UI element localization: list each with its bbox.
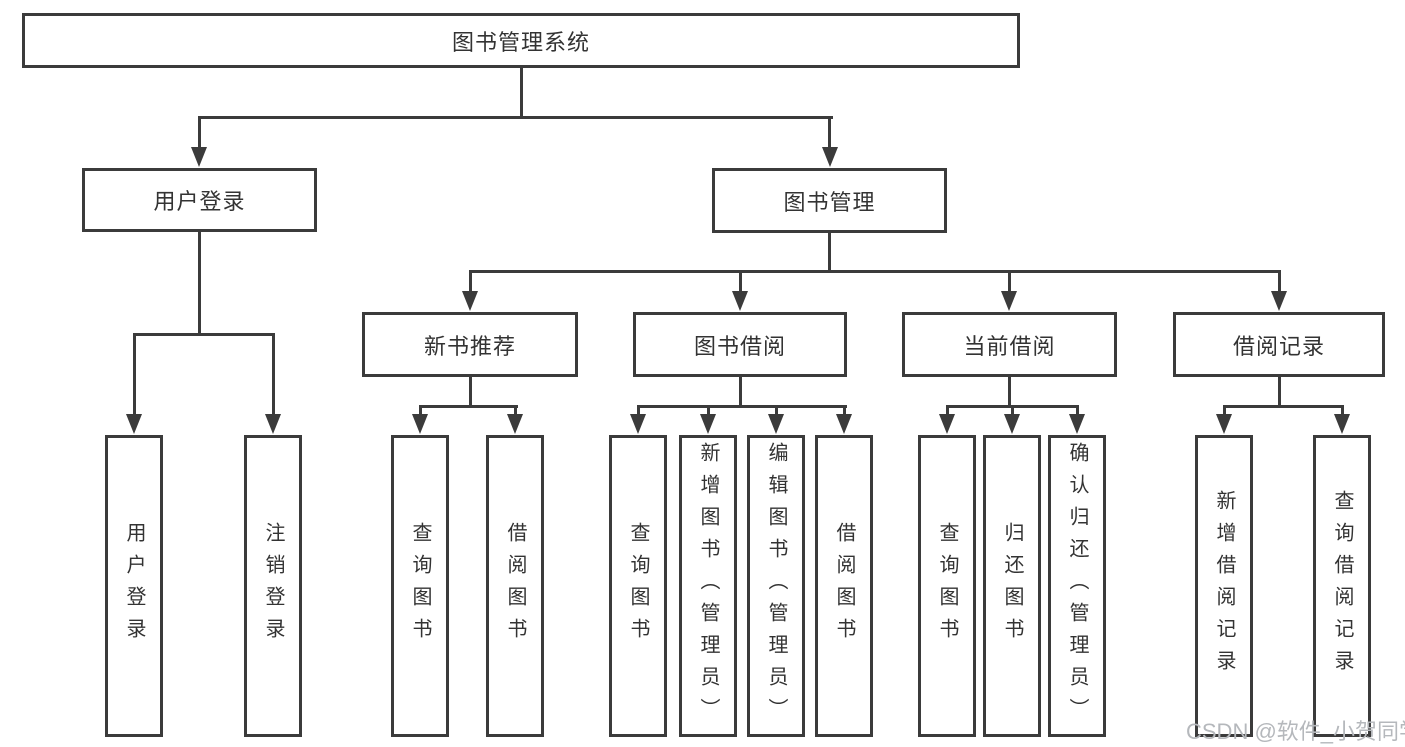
connector-line-horizontal [1223,405,1344,408]
node-user-login: 用户登录 [82,168,317,232]
arrowhead-down-icon [1004,414,1020,434]
connector-line-vertical [739,375,742,407]
leaf-borrowing-query-books-label: 查询图书 [627,522,649,650]
arrowhead-down-icon [822,147,838,167]
connector-line-vertical [1076,405,1079,415]
node-root-label: 图书管理系统 [451,29,590,55]
arrowhead-down-icon [412,414,428,434]
leaf-current-confirm-return-admin: 确认归还（管理员） [1048,435,1106,737]
leaf-borrowing-edit-books-admin-label: 编辑图书（管理员） [765,442,787,730]
connector-line-vertical [1008,375,1011,407]
node-borrow-records-label: 借阅记录 [1232,333,1325,359]
leaf-records-query-record-label: 查询借阅记录 [1331,490,1353,682]
arrowhead-down-icon [630,414,646,434]
leaf-borrowing-query-books: 查询图书 [609,435,667,737]
connector-line-horizontal [419,405,518,408]
connector-line-vertical [469,270,472,291]
connector-line-vertical [1341,405,1344,415]
node-current-borrowing: 当前借阅 [902,312,1117,377]
leaf-current-confirm-return-admin-label: 确认归还（管理员） [1066,442,1088,730]
node-current-borrowing-label: 当前借阅 [963,333,1056,359]
connector-line-vertical [739,270,742,291]
connector-line-vertical [828,116,831,150]
leaf-borrowing-borrow-books-label: 借阅图书 [833,522,855,650]
leaf-borrowing-add-books-admin: 新增图书（管理员） [679,435,737,737]
leaf-borrowing-edit-books-admin: 编辑图书（管理员） [747,435,805,737]
leaf-current-return-books-label: 归还图书 [1001,522,1023,650]
leaf-user-login: 用户登录 [105,435,163,737]
node-book-borrowing-label: 图书借阅 [693,333,786,359]
connector-line-vertical [1278,375,1281,407]
connector-line-horizontal [133,333,275,336]
leaf-user-login-label: 用户登录 [123,522,145,650]
leaf-newbook-borrow-books: 借阅图书 [486,435,544,737]
node-root: 图书管理系统 [22,13,1020,68]
leaf-newbook-query-books-label: 查询图书 [409,522,431,650]
connector-line-horizontal [637,405,847,408]
connector-line-vertical [469,375,472,407]
connector-line-vertical [198,230,201,335]
connector-line-vertical [946,405,949,415]
connector-line-vertical [1278,270,1281,291]
leaf-borrowing-add-books-admin-label: 新增图书（管理员） [697,442,719,730]
connector-line-horizontal [469,270,1281,273]
connector-line-vertical [1008,270,1011,291]
arrowhead-down-icon [265,414,281,434]
arrowhead-down-icon [768,414,784,434]
connector-line-vertical [1011,405,1014,415]
arrowhead-down-icon [1001,291,1017,311]
arrowhead-down-icon [939,414,955,434]
connector-line-vertical [272,333,275,415]
leaf-newbook-query-books: 查询图书 [391,435,449,737]
connector-line-vertical [198,116,201,150]
connector-line-vertical [1223,405,1226,415]
arrowhead-down-icon [836,414,852,434]
arrowhead-down-icon [732,291,748,311]
arrowhead-down-icon [1069,414,1085,434]
connector-line-vertical [520,66,523,118]
connector-line-vertical [637,405,640,415]
node-new-book-recommend-label: 新书推荐 [423,333,516,359]
connector-line-vertical [843,405,846,415]
connector-line-vertical [828,231,831,272]
node-borrow-records: 借阅记录 [1173,312,1385,377]
arrowhead-down-icon [191,147,207,167]
leaf-records-add-record: 新增借阅记录 [1195,435,1253,737]
arrowhead-down-icon [1216,414,1232,434]
leaf-current-return-books: 归还图书 [983,435,1041,737]
connector-line-vertical [419,405,422,415]
leaf-logout-label: 注销登录 [262,522,284,650]
leaf-logout: 注销登录 [244,435,302,737]
connector-line-vertical [707,405,710,415]
arrowhead-down-icon [700,414,716,434]
arrowhead-down-icon [462,291,478,311]
node-new-book-recommend: 新书推荐 [362,312,578,377]
leaf-records-query-record: 查询借阅记录 [1313,435,1371,737]
node-book-management-label: 图书管理 [783,189,876,215]
node-book-borrowing: 图书借阅 [633,312,847,377]
arrowhead-down-icon [1334,414,1350,434]
node-book-management: 图书管理 [712,168,947,233]
connector-line-vertical [775,405,778,415]
leaf-current-query-books: 查询图书 [918,435,976,737]
connector-line-horizontal [198,116,833,119]
leaf-newbook-borrow-books-label: 借阅图书 [504,522,526,650]
arrowhead-down-icon [126,414,142,434]
leaf-borrowing-borrow-books: 借阅图书 [815,435,873,737]
connector-line-vertical [514,405,517,415]
node-user-login-label: 用户登录 [153,189,246,214]
leaf-records-add-record-label: 新增借阅记录 [1213,490,1235,682]
arrowhead-down-icon [507,414,523,434]
connector-line-vertical [133,333,136,415]
csdn-watermark: CSDN @软件_小贺同学 [1186,719,1405,744]
arrowhead-down-icon [1271,291,1287,311]
leaf-current-query-books-label: 查询图书 [936,522,958,650]
